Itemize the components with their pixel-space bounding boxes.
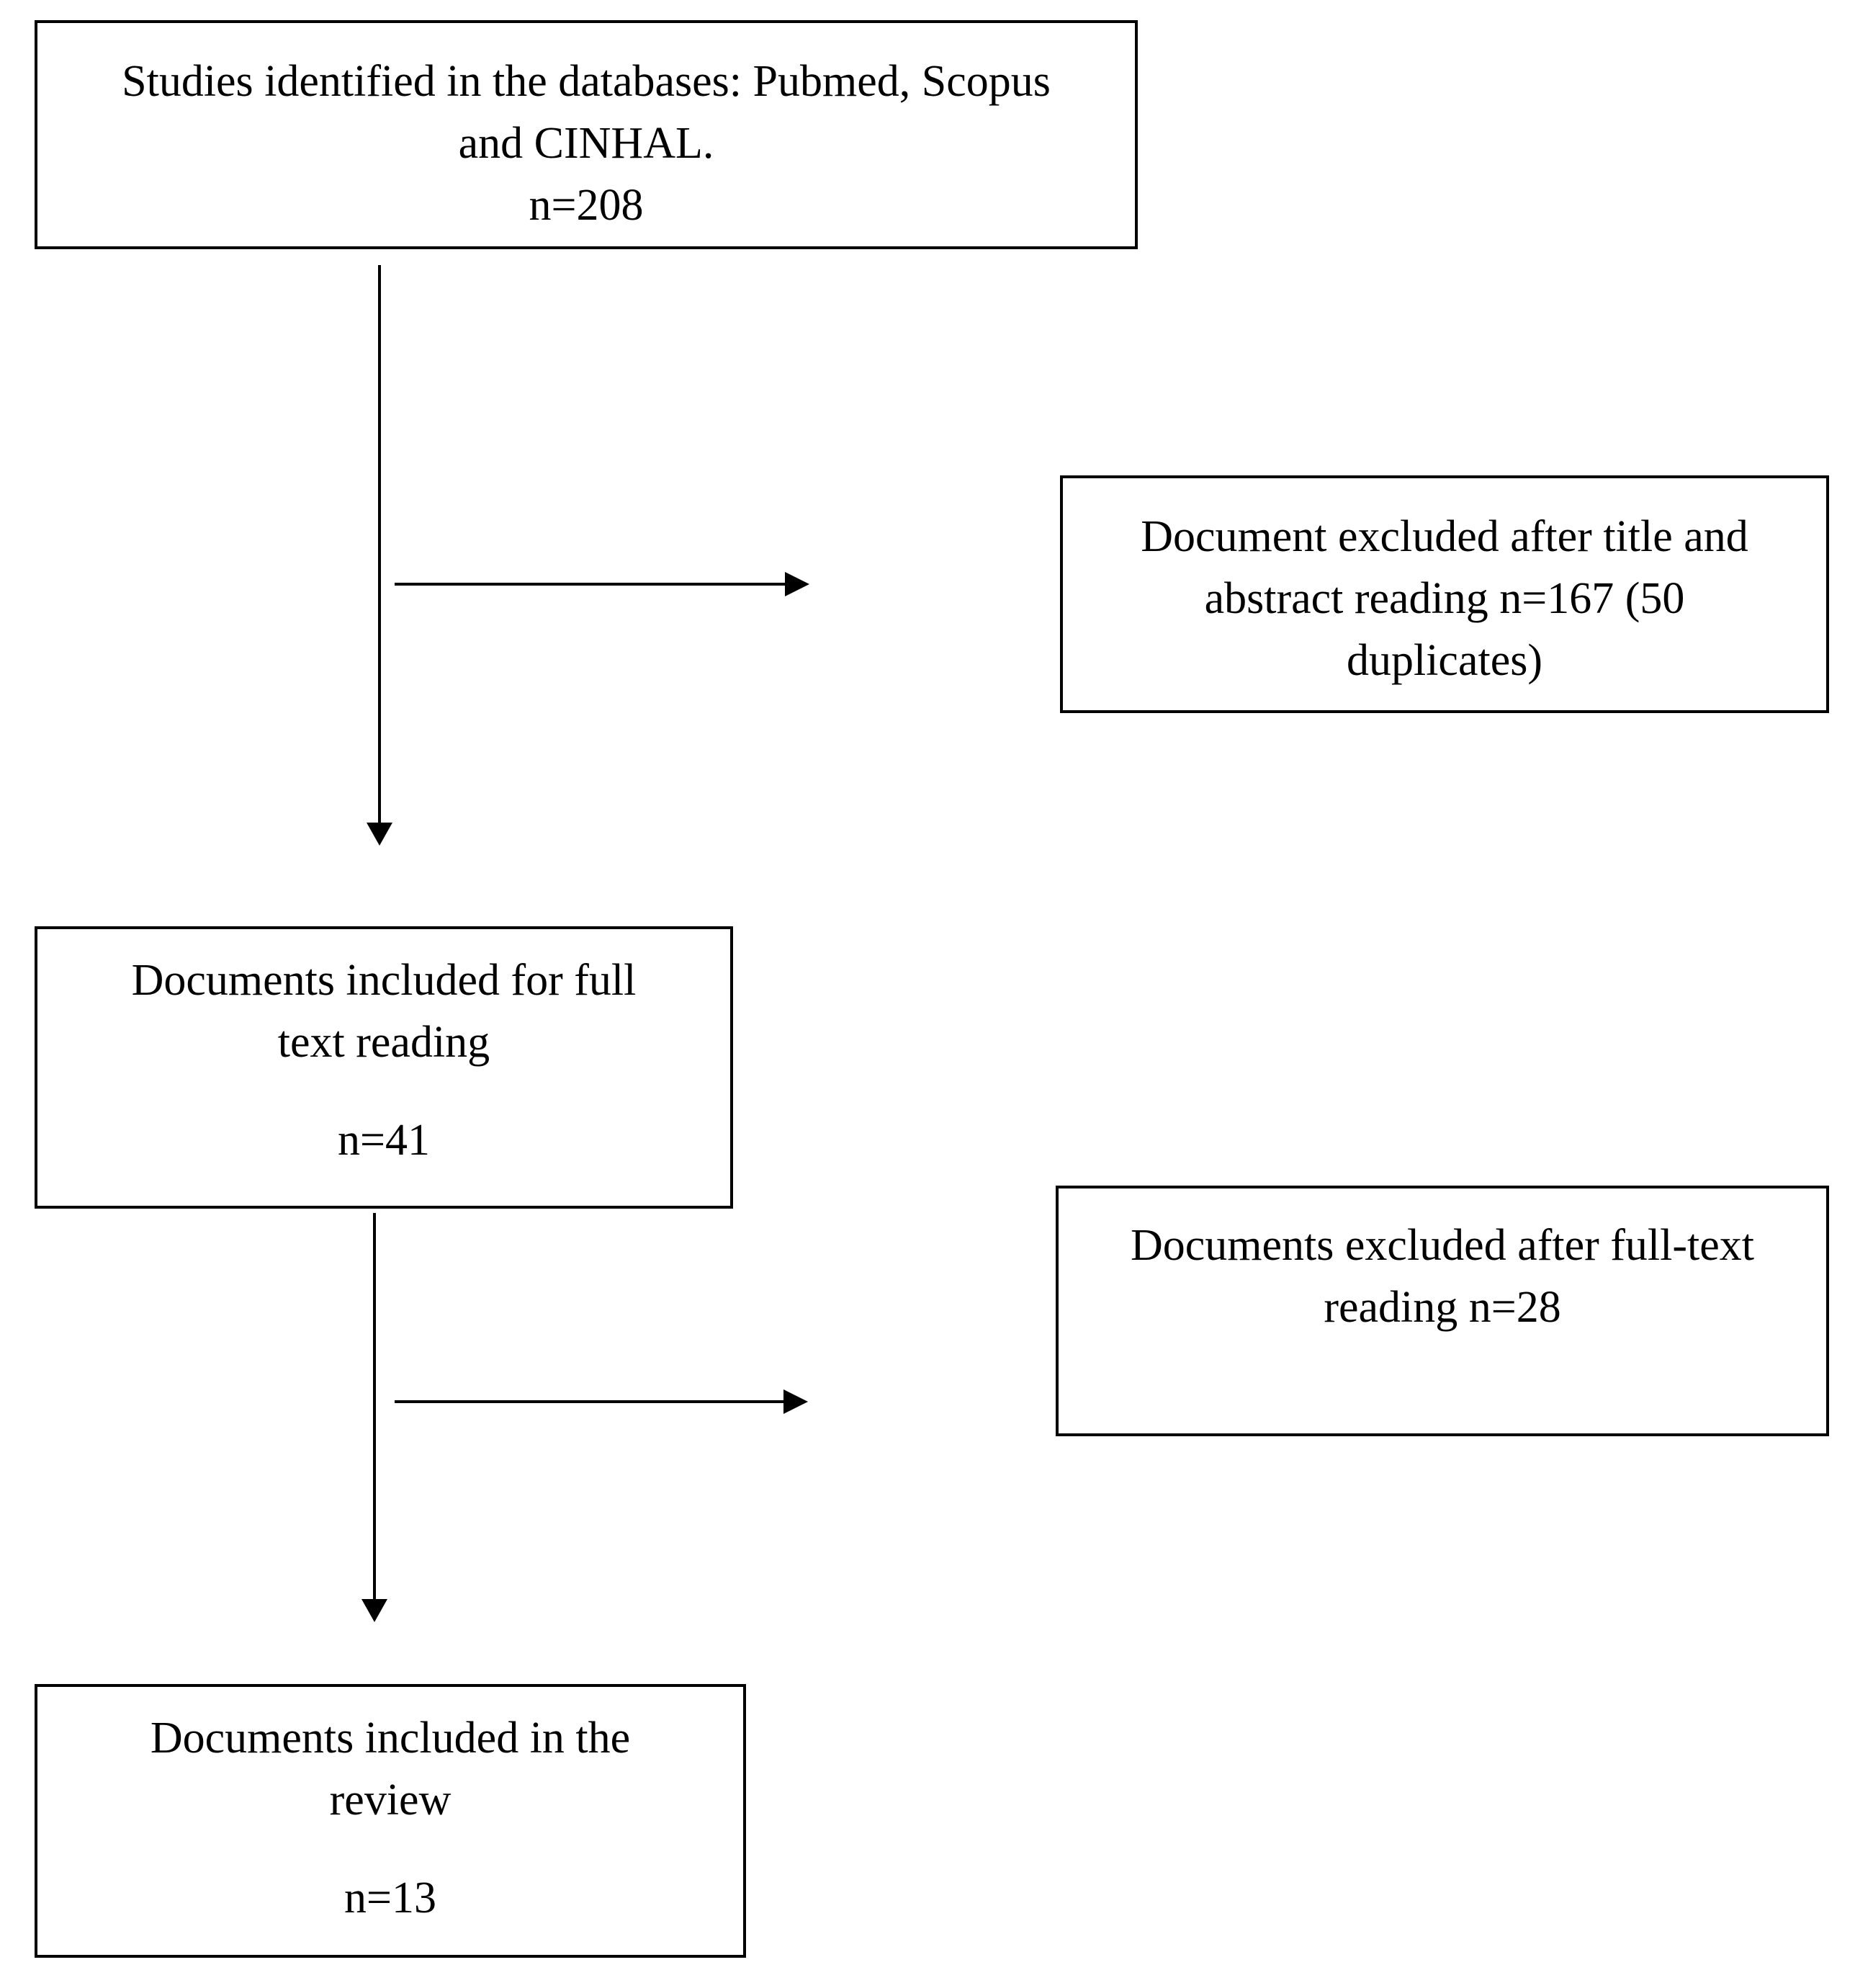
- included-review-count: n=13: [344, 1873, 436, 1922]
- excluded-full-text-line-2: reading n=28: [1324, 1283, 1561, 1332]
- arrow-down-2-head: [361, 1599, 387, 1622]
- identified-studies-line-1: Studies identified in the databases: Pub…: [122, 57, 1051, 106]
- excluded-title-abstract-line-2: abstract reading n=167 (50: [1204, 574, 1685, 623]
- excluded-title-abstract-box: Document excluded after title and abstra…: [1060, 475, 1829, 713]
- arrow-right-2-head: [783, 1389, 808, 1414]
- arrow-down-1-head: [367, 823, 392, 846]
- excluded-full-text-box: Documents excluded after full-text readi…: [1056, 1186, 1829, 1436]
- included-review-box: Documents included in the review n=13: [35, 1684, 746, 1958]
- arrow-right-1-head: [785, 572, 809, 596]
- identified-studies-line-2: and CINHAL.: [458, 119, 714, 168]
- excluded-full-text-line-1: Documents excluded after full-text: [1131, 1221, 1754, 1270]
- identified-studies-count: n=208: [529, 181, 644, 230]
- full-text-reading-box: Documents included for full text reading…: [35, 926, 733, 1209]
- included-review-line-2: review: [329, 1776, 452, 1824]
- excluded-title-abstract-line-3: duplicates): [1346, 636, 1542, 685]
- full-text-reading-line-2: text reading: [277, 1018, 490, 1067]
- full-text-reading-line-1: Documents included for full: [131, 956, 637, 1005]
- identified-studies-box: Studies identified in the databases: Pub…: [35, 20, 1138, 249]
- included-review-line-1: Documents included in the: [150, 1714, 631, 1763]
- full-text-reading-count: n=41: [338, 1116, 430, 1165]
- excluded-title-abstract-line-1: Document excluded after title and: [1141, 512, 1748, 561]
